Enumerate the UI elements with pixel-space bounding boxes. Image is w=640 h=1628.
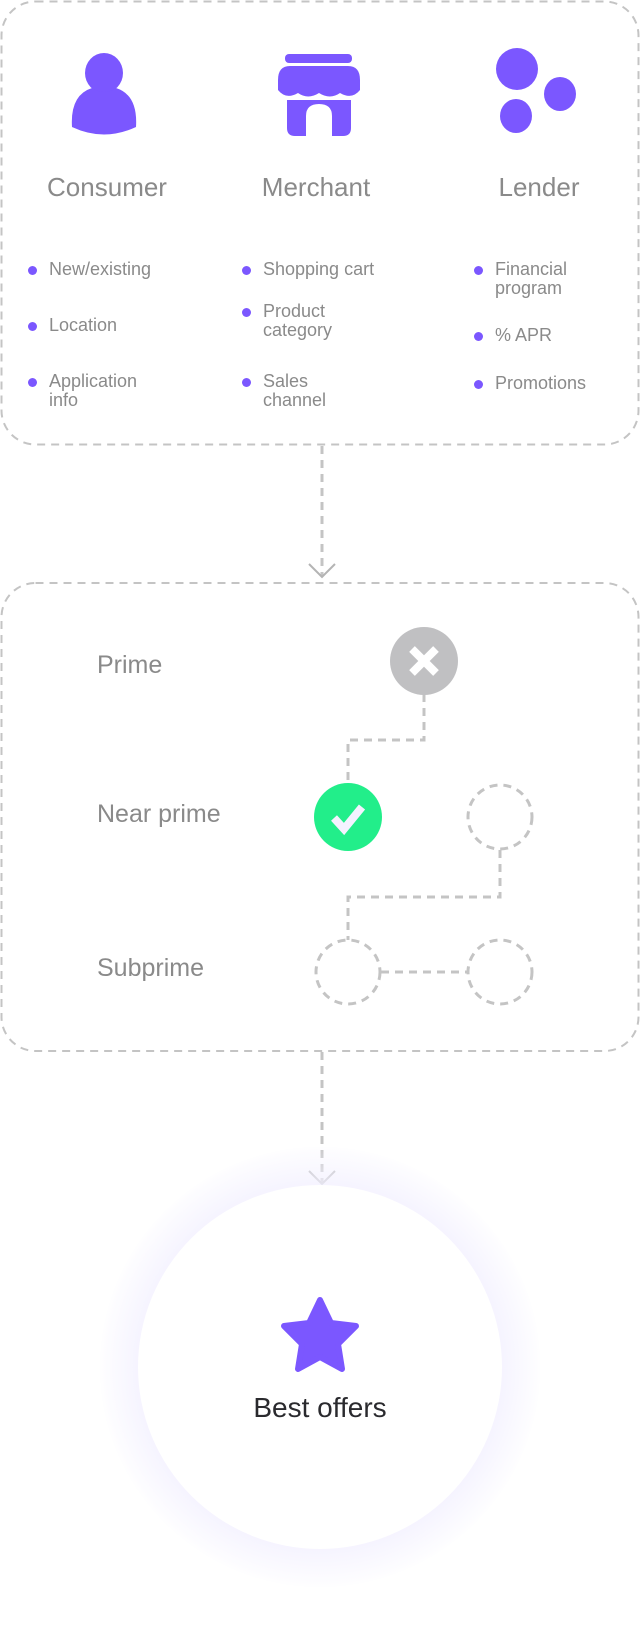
list-item: Sales channel	[242, 372, 353, 410]
rejected-x-icon	[390, 627, 458, 695]
tier-label-near-prime: Near prime	[97, 800, 221, 828]
list-item: Shopping cart	[241, 259, 375, 279]
tier-label-subprime: Subprime	[97, 954, 204, 982]
list-item: Application info	[28, 372, 169, 410]
store-icon	[278, 54, 360, 136]
arrow-head-icon	[308, 563, 336, 579]
approved-check-icon	[314, 783, 382, 851]
list-item: New/existing	[27, 259, 152, 279]
column-title-lender: Lender	[498, 172, 580, 202]
tier-path	[314, 694, 534, 1006]
list-item: Product category	[242, 302, 363, 340]
column-title-merchant: Merchant	[261, 172, 371, 202]
list-item: % APR	[473, 325, 553, 345]
result-circle	[138, 1185, 502, 1549]
list-item: Financial program	[474, 260, 595, 298]
person-icon	[71, 53, 137, 135]
tier-label-prime: Prime	[97, 651, 163, 679]
list-item: Location	[27, 315, 118, 335]
inputs-box	[0, 0, 640, 446]
column-title-consumer: Consumer	[47, 172, 167, 202]
tiers-box	[0, 582, 640, 1052]
best-offers-label: Best offers	[253, 1392, 387, 1423]
dots-cluster-icon	[496, 48, 576, 133]
list-item: Promotions	[473, 373, 587, 393]
